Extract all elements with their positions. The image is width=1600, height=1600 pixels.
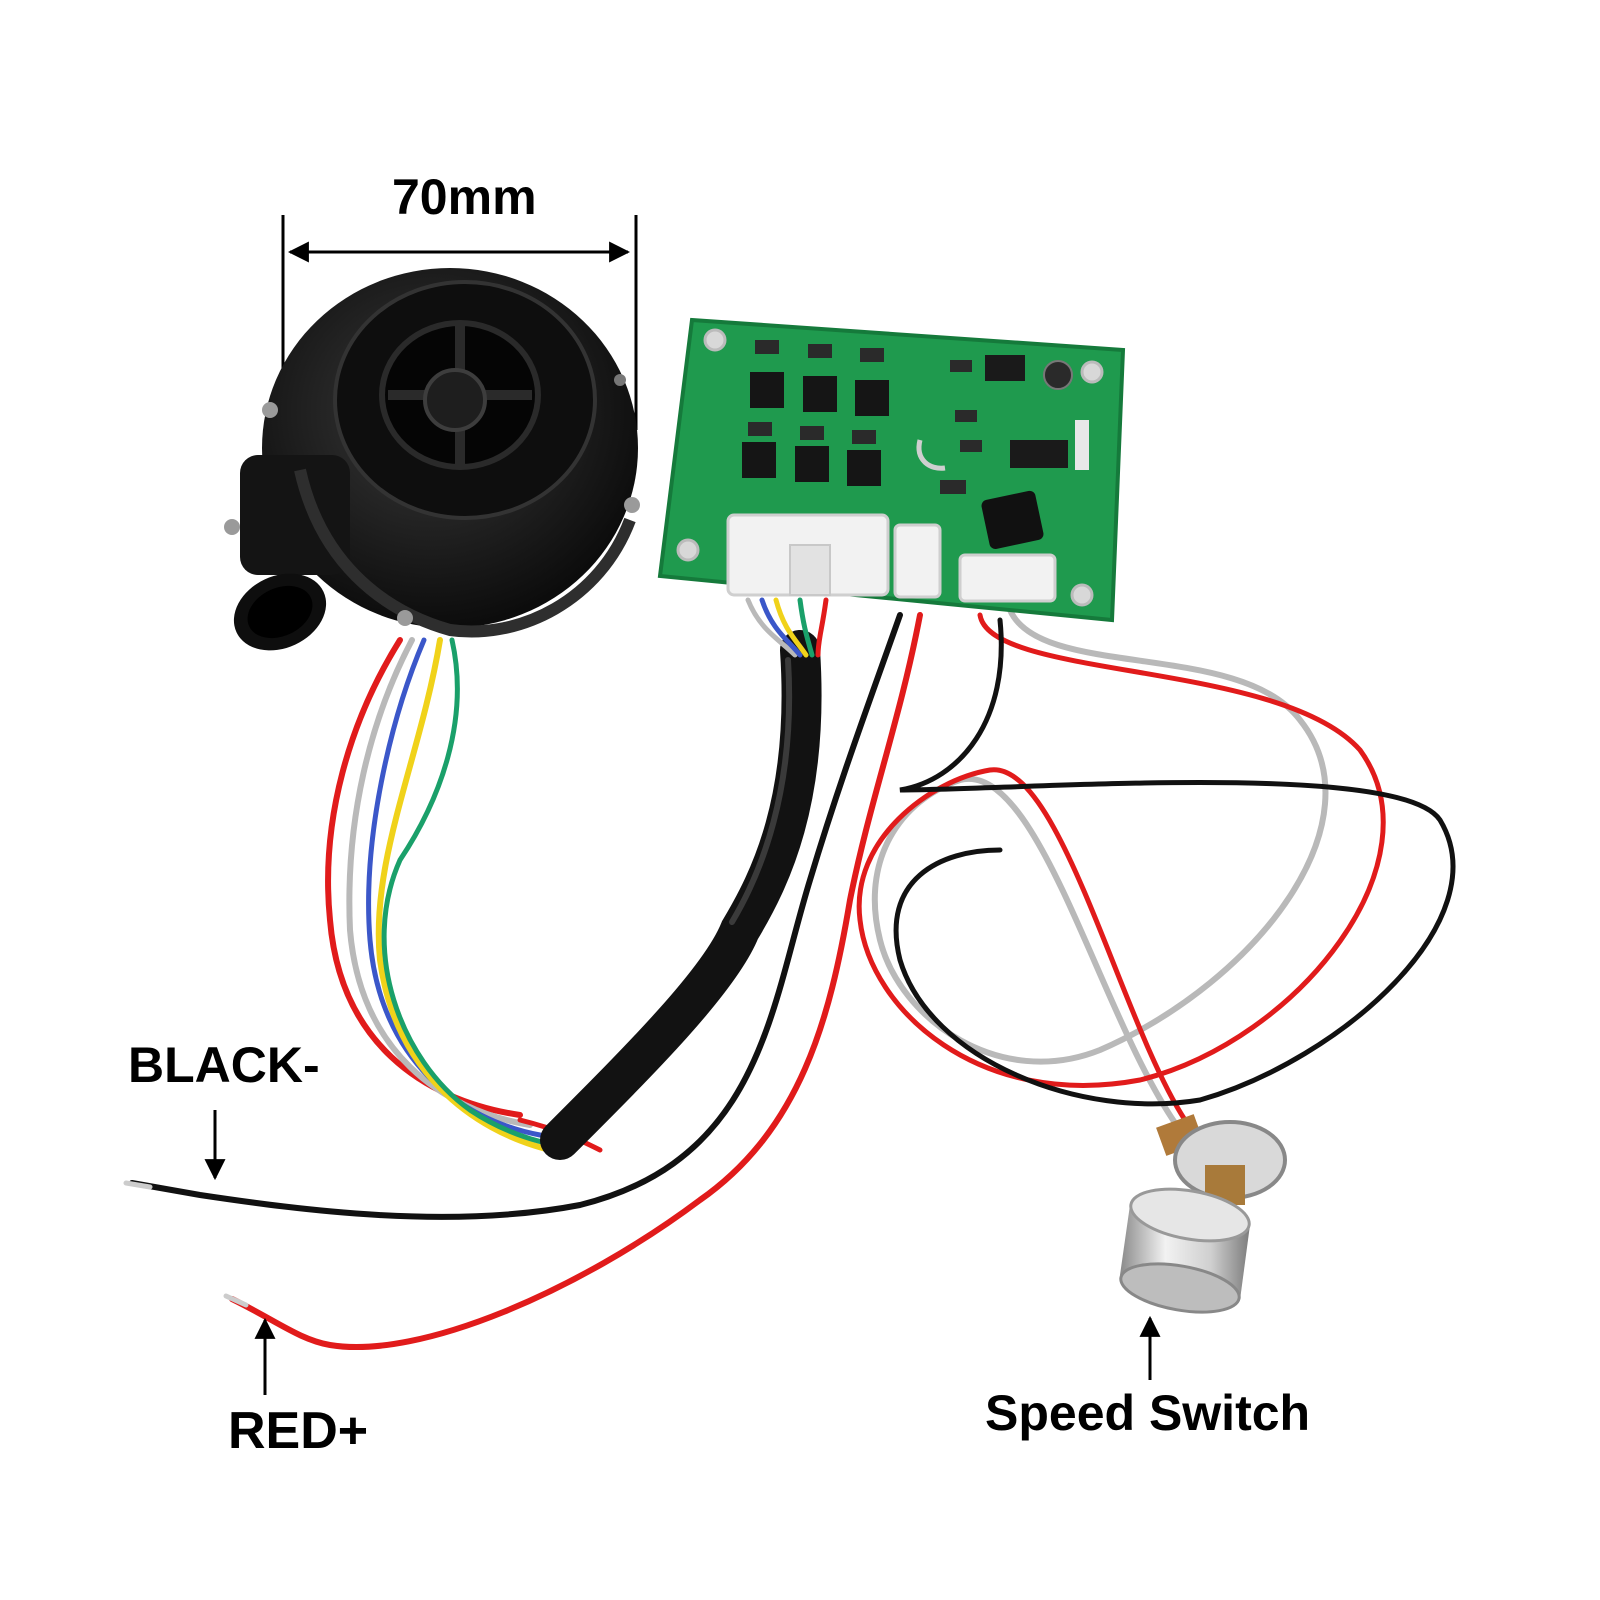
black-wire-label: BLACK- — [128, 1037, 320, 1093]
mosfet-array — [742, 340, 889, 486]
capacitor-large — [981, 490, 1044, 549]
dimension-indicator — [281, 215, 638, 430]
pin-header — [1075, 420, 1089, 470]
blower-hub — [423, 368, 487, 432]
power-connector — [893, 523, 942, 599]
blower-outlet — [247, 585, 313, 639]
power-wires — [123, 612, 923, 1351]
speed-switch-knob — [1119, 1114, 1287, 1314]
controller-chip — [1010, 440, 1068, 468]
dimension-label: 70mm — [392, 169, 537, 225]
black-power-wire — [129, 612, 903, 1220]
cable-sleeve — [540, 630, 822, 1160]
speed-switch-wires — [856, 607, 1456, 1133]
red-power-wire — [229, 612, 923, 1351]
controller-board — [657, 317, 1126, 623]
speed-switch-label: Speed Switch — [985, 1385, 1311, 1441]
ic-chip — [985, 355, 1025, 381]
connector-wires — [745, 597, 829, 658]
speed-connector — [958, 553, 1057, 603]
red-wire-label: RED+ — [228, 1402, 369, 1460]
motor-cable-bundle — [325, 637, 603, 1153]
annotation-arrows — [204, 1110, 1161, 1395]
capacitor-small — [1043, 360, 1073, 390]
blower-fan — [224, 268, 640, 651]
